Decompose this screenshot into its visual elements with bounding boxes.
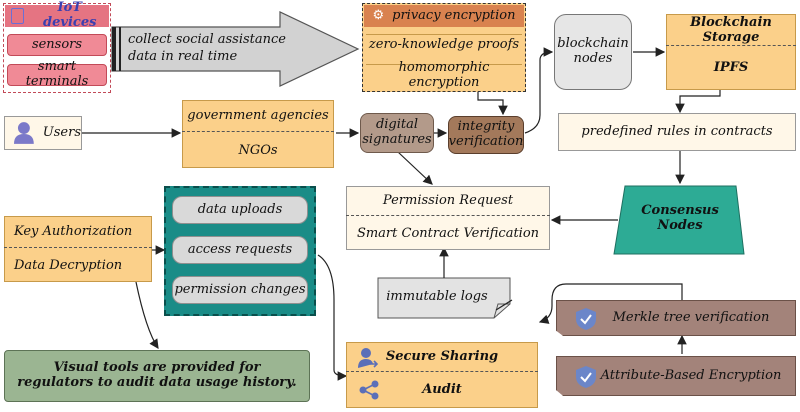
collect-arrow-stripe [119,27,121,71]
secure-top-text: Secure Sharing [385,349,499,365]
action-data-uploads: data uploads [172,196,308,224]
shield-icon [576,308,596,330]
merkle-box: Merkle tree verification [556,300,796,336]
key-top-text: Key Authorization [14,224,133,240]
arrow-storage-rules [675,90,721,114]
privacy-title-bar: ⚙ privacy encryption [364,5,524,27]
digital-signatures: digital signatures [360,113,434,153]
privacy-item-he: homomorphic encryption [366,60,522,89]
storage-title-text: Blockchain Storage [690,14,772,45]
secure-bottom-text: Audit [422,381,462,397]
action-access-requests: access requests [172,236,308,264]
iot-title-bar: IoT devices [5,0,109,30]
visual-tools-label: Visual tools are provided for regulators… [17,360,297,390]
action-label: permission changes [174,281,306,297]
permission-bottom-text: Smart Contract Verification [356,225,540,241]
digital-signatures-label: digital signatures [362,117,432,147]
privacy-item-label: zero-knowledge proofs [368,37,520,53]
rules-box: predefined rules in contracts [558,113,796,151]
action-label: data uploads [197,201,283,217]
key-top: Key Authorization [4,218,152,248]
iot-item-label: sensors [31,36,83,52]
blockchain-nodes-label: blockchain nodes [557,36,629,66]
gear-icon: ⚙ [372,7,385,23]
users-box: Users [4,116,82,150]
integrity-verification: integrity verification [448,116,524,154]
iot-item-sensors: sensors [7,34,107,56]
user-icon [13,122,34,144]
users-label: Users [42,124,81,140]
arrow-actions-audit [317,254,348,381]
permission-bottom: Smart Contract Verification [346,220,550,248]
storage-subtitle: IPFS [666,50,796,86]
iot-item-terminals: smart terminals [7,59,107,89]
consensus-label: Consensus Nodes [618,203,742,234]
arrow-key-visual [135,281,159,349]
storage-title: Blockchain Storage [666,14,796,46]
rules-label: predefined rules in contracts [581,123,773,139]
agencies-box [182,100,334,168]
agencies-bottom-text: NGOs [238,142,278,158]
iot-icon [11,8,25,24]
privacy-title: privacy encryption [392,7,516,23]
logs-label-text: immutable logs [386,288,488,304]
abe-box: Attribute-Based Encryption [556,356,796,396]
arrow-privacy-integrity [477,92,508,116]
logs-shape [377,277,511,319]
agencies-top: government agencies [182,102,334,132]
action-label: access requests [187,241,293,257]
consensus-label-text: Consensus Nodes [641,203,719,233]
agencies-top-text: government agencies [187,108,329,124]
blockchain-nodes: blockchain nodes [554,14,632,90]
collect-arrow-shape [111,11,360,87]
merkle-label: Merkle tree verification [612,309,770,325]
shield-icon [576,366,596,388]
integrity-label: integrity verification [448,119,524,149]
share-icon [359,380,379,400]
arrow-integrity-nodes [524,47,554,134]
storage-subtitle-text: IPFS [713,59,749,75]
abe-label: Attribute-Based Encryption [600,367,782,383]
arrow-signatures-permission [397,151,433,185]
iot-item-label: smart terminals [25,59,89,89]
key-bottom: Data Decryption [4,252,152,280]
action-permission-changes: permission changes [172,276,308,304]
arrow-merkle-secure [538,283,683,324]
privacy-item-label: homomorphic encryption [398,59,490,90]
visual-tools-box: Visual tools are provided for regulators… [4,350,310,402]
arrow-logs-tail [495,299,513,311]
consensus-shape [613,185,745,255]
secure-top: Secure Sharing [346,344,538,372]
logs-label: immutable logs [378,282,496,312]
key-box [4,216,152,282]
agencies-bottom: NGOs [182,136,334,166]
key-bottom-text: Data Decryption [14,257,123,273]
share-user-icon [358,348,378,368]
iot-title: IoT devices [43,0,97,30]
permission-top: Permission Request [346,188,550,216]
permission-top-text: Permission Request [382,193,514,209]
permission-box [346,186,550,250]
secure-bottom: Audit [346,376,538,404]
collect-arrow-stripe [112,27,116,71]
privacy-item-zkp: zero-knowledge proofs [366,34,522,56]
storage-box [666,14,796,90]
collect-arrow-label: collect social assistance data in real t… [128,32,286,64]
